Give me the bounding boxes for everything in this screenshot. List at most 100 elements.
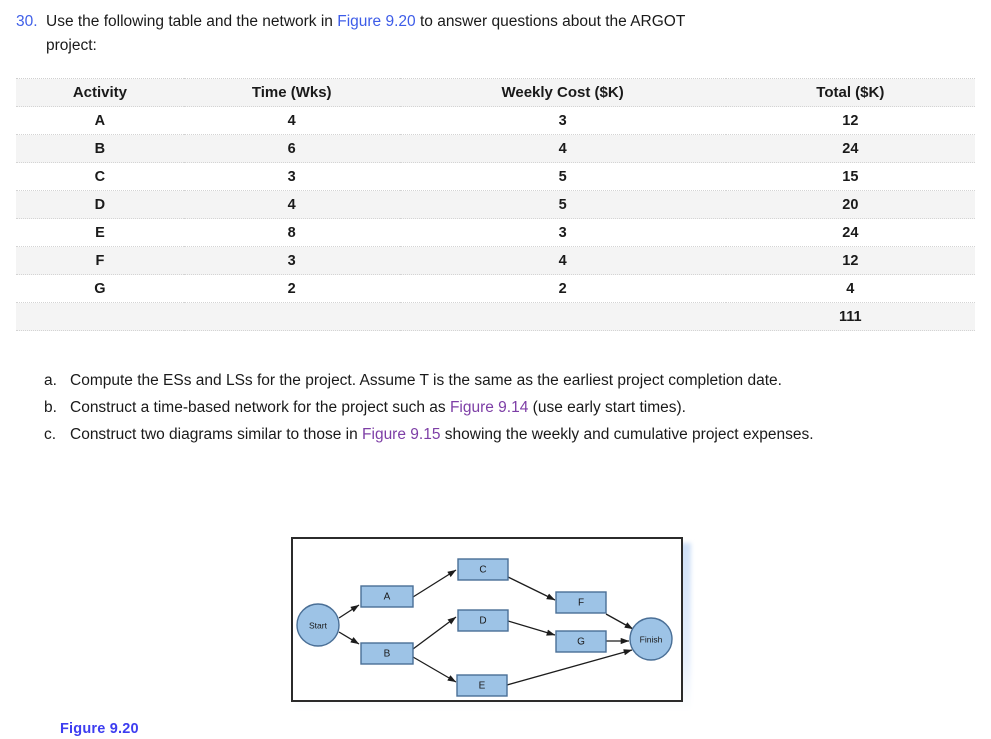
edge-d-g [507,620,556,636]
sub-c-text-before: Construct two diagrams similar to those … [70,426,363,443]
sub-body-c: Construct two diagrams similar to those … [70,422,976,447]
cell-activity: B [16,134,184,163]
node-b[interactable]: B [360,642,414,665]
sub-body-b: Construct a time-based network for the p… [70,395,976,420]
cell-cost: 3 [399,218,726,247]
cell-cost: 3 [399,106,726,135]
table-row: G 2 2 4 [16,274,975,303]
g-label: G [577,637,585,648]
activity-table-wrapper: Activity Time (Wks) Weekly Cost ($K) Tot… [16,78,975,331]
node-a[interactable]: A [360,585,414,608]
cell-total: 24 [725,134,975,163]
edges-group [338,569,634,686]
sub-marker-b: b. [44,399,57,416]
header-activity: Activity [16,78,184,107]
node-g[interactable]: G [555,630,607,653]
cell-activity: D [16,190,184,219]
cell-total: 24 [725,218,975,247]
question-block: 30. Use the following table and the netw… [16,10,976,58]
cell-cost: 2 [399,274,726,303]
node-e[interactable]: E [456,674,508,697]
d-label: D [479,616,486,627]
table-row: E 8 3 24 [16,218,975,247]
question-text-part2: to answer questions about the ARGOT [415,13,686,30]
d-box [457,609,509,632]
sub-question-b: b. Construct a time-based network for th… [44,395,976,420]
cell-cost: 5 [399,162,726,191]
cell-cost-empty [399,302,726,331]
edge-c-f [507,576,556,601]
cell-activity: G [16,274,184,303]
edge-a-c [412,569,457,598]
edge-start-a [338,604,360,619]
table-row: F 3 4 12 [16,246,975,275]
figure-9-20-link[interactable]: Figure 9.20 [337,13,416,30]
node-start[interactable]: Start [296,603,340,647]
sub-questions-list: a. Compute the ESs and LSs for the proje… [44,368,976,449]
activity-table: Activity Time (Wks) Weekly Cost ($K) Tot… [16,78,975,331]
finish-label: Finish [640,634,663,644]
header-weekly-cost: Weekly Cost ($K) [399,78,726,107]
f-box [555,591,607,614]
cell-total: 12 [725,106,975,135]
sub-c-text-after: showing the weekly and cumulative projec… [440,426,814,443]
edge-e-finish [506,649,633,686]
cell-activity: A [16,106,184,135]
cell-total: 4 [725,274,975,303]
sub-b-text-after: (use early start times). [528,399,686,416]
node-c[interactable]: C [457,558,509,581]
table-body: A 4 3 12 B 6 4 24 C 3 5 15 D 4 5 20 [16,106,975,331]
sub-b-text-before: Construct a time-based network for the p… [70,399,450,416]
question-text-part1: Use the following table and the network … [46,13,338,30]
f-label: F [578,598,584,609]
b-box [360,642,414,665]
question-continuation: project: [46,37,97,54]
a-label: A [384,592,391,603]
node-d[interactable]: D [457,609,509,632]
start-circle [296,603,340,647]
sub-marker-c: c. [44,426,57,443]
sub-question-c: c. Construct two diagrams similar to tho… [44,422,976,447]
e-box [456,674,508,697]
cell-total: 20 [725,190,975,219]
start-label: Start [309,620,328,630]
question-first-line: 30. Use the following table and the netw… [16,10,976,34]
table-row: B 6 4 24 [16,134,975,163]
cell-time: 3 [183,246,400,275]
cell-time: 4 [183,190,400,219]
cell-time: 3 [183,162,400,191]
table-row: C 3 5 15 [16,162,975,191]
question-number: 30. [16,13,38,30]
node-finish[interactable]: Finish [629,617,673,661]
sub-a-text: Compute the ESs and LSs for the project.… [70,372,782,389]
edge-b-d [412,616,457,650]
network-diagram-svg: Start A B C D E F G [296,558,673,697]
cell-cost: 4 [399,246,726,275]
header-time: Time (Wks) [183,78,400,107]
cell-time: 4 [183,106,400,135]
cell-cost: 4 [399,134,726,163]
node-f[interactable]: F [555,591,607,614]
cell-time: 2 [183,274,400,303]
c-box [457,558,509,581]
header-total: Total ($K) [725,78,975,107]
cell-time-empty [183,302,400,331]
table-header-row: Activity Time (Wks) Weekly Cost ($K) Tot… [16,78,975,107]
cell-time: 8 [183,218,400,247]
cell-activity: E [16,218,184,247]
edge-start-b [338,631,360,645]
table-row: A 4 3 12 [16,106,975,135]
table-total-row: 111 [16,302,975,331]
cell-total: 12 [725,246,975,275]
sub-marker-a: a. [44,372,57,389]
table-head: Activity Time (Wks) Weekly Cost ($K) Tot… [16,78,975,107]
figure-9-15-link[interactable]: Figure 9.15 [362,426,441,443]
figure-caption: Figure 9.20 [60,721,139,737]
cell-time: 6 [183,134,400,163]
edge-b-e [412,656,457,683]
cell-activity-empty [16,302,184,331]
g-box [555,630,607,653]
figure-9-14-link[interactable]: Figure 9.14 [449,399,529,416]
a-box [360,585,414,608]
finish-circle [629,617,673,661]
